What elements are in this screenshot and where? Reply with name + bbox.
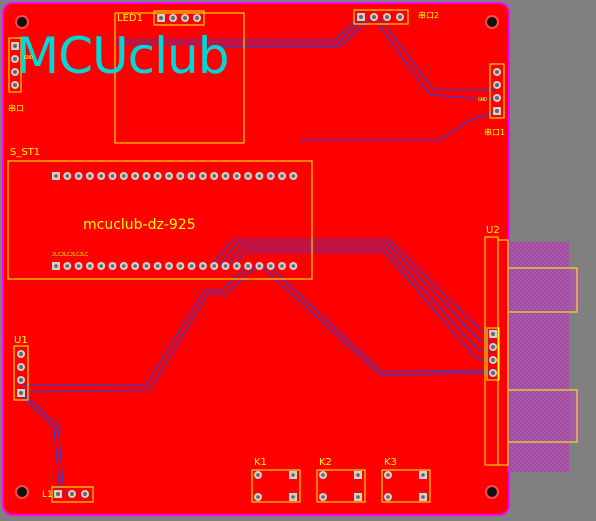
module-pin-hole [212, 174, 216, 178]
module-pin-hole [88, 174, 92, 178]
module-label: mcuclub-dz-925 [83, 217, 196, 233]
uart-right-designator: 串口1 [484, 128, 506, 137]
module-pin-hole [189, 174, 194, 178]
module-pin-hole [291, 264, 296, 268]
k2-designator: K2 [319, 457, 332, 468]
module-pin-hole [235, 264, 239, 268]
module-designator: S_ST1 [10, 147, 41, 158]
module-pin-hole [189, 264, 194, 268]
module-pin-hole [155, 264, 160, 268]
module-pin-hole [65, 264, 70, 268]
header-tl-designator: 串口 [8, 104, 24, 113]
l1-designator: L1 [42, 490, 53, 500]
module-pin-hole [88, 264, 92, 268]
module-pin-hole [133, 264, 137, 268]
module-pin-hole [280, 174, 284, 178]
module-pin-hole [178, 264, 183, 268]
module-pin-hole [155, 174, 160, 178]
module-pin-hole [144, 174, 149, 178]
module-pin-hole [178, 174, 183, 178]
uart-right-footprint [489, 63, 505, 119]
module-pin-hole [201, 264, 205, 268]
module-pin-hole [54, 174, 58, 178]
module-pin-hole [268, 264, 273, 268]
uart-top-footprint [353, 9, 409, 25]
module-pin-hole [110, 174, 115, 178]
module-pin-hole [76, 264, 81, 268]
header-tl-gnd-label: GND [24, 55, 34, 61]
module-pin-hole [122, 264, 126, 268]
module-pin-hole [99, 174, 103, 178]
module-pin-hole [257, 174, 262, 178]
u1-footprint [13, 345, 29, 401]
module-pin-hole [223, 174, 228, 178]
module-pin-hole [99, 264, 103, 268]
uart-top-designator: 串口2 [418, 11, 440, 20]
module-pin-hole [201, 174, 205, 178]
module-pin-hole [110, 264, 115, 268]
traces [21, 17, 497, 496]
mounting-holes [15, 15, 499, 499]
u1-designator: U1 [14, 335, 28, 346]
module-pin-hole [54, 264, 58, 268]
k1-footprint [251, 469, 301, 503]
u2-designator: U2 [486, 225, 500, 236]
module-pin-hole [65, 174, 70, 178]
module-pin-hole [144, 264, 149, 268]
module-bottom-pin-text: JLCJLCJLCJLC [52, 252, 89, 258]
module-pin-hole [223, 264, 228, 268]
module-pin-hole [122, 174, 126, 178]
u2-connector-body [507, 242, 579, 472]
l1-footprint [51, 486, 94, 503]
module-pin-hole [291, 174, 296, 178]
k3-designator: K3 [384, 457, 397, 468]
module-pin-hole [257, 264, 262, 268]
module-pin-hole [280, 264, 284, 268]
k2-footprint [316, 469, 366, 503]
module-pin-hole [235, 174, 239, 178]
led1-footprint [114, 10, 245, 144]
module-pin-hole [212, 264, 216, 268]
k3-footprint [381, 469, 431, 503]
logo-text: MCUclub [16, 27, 229, 85]
led1-designator: LED1 [117, 13, 143, 24]
header-tl-footprint [8, 37, 22, 93]
uart-right-gnd-label: GND [478, 97, 488, 103]
module-pin-hole [246, 174, 250, 178]
module-pin-hole [76, 174, 81, 178]
u2-footprint [484, 236, 578, 466]
module-pin-hole [246, 264, 250, 268]
k1-designator: K1 [254, 457, 267, 468]
module-pin-hole [268, 174, 273, 178]
module-pin-hole [167, 264, 171, 268]
module-pin-hole [167, 174, 171, 178]
module-pin-hole [133, 174, 137, 178]
module-footprint [7, 160, 313, 280]
